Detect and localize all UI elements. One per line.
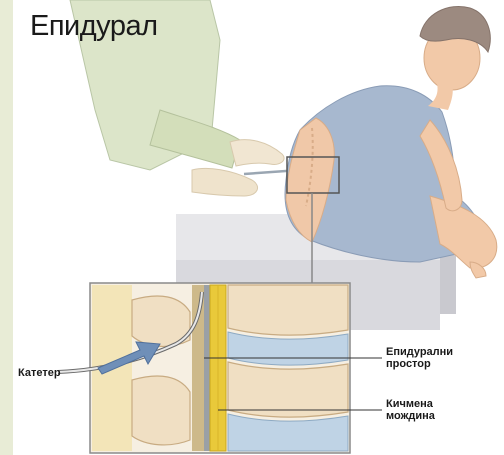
patient-neck — [428, 80, 453, 110]
vertebral-body-upper — [228, 285, 348, 335]
label-cord-line2: мождина — [386, 410, 496, 422]
label-cord-line1: Кичмена — [386, 398, 496, 410]
page-title: Епидурал — [30, 10, 158, 43]
label-catheter: Катетер — [18, 367, 61, 379]
gloved-hand-upper — [230, 140, 284, 166]
label-epidural-line2: простор — [386, 358, 496, 370]
vertebral-body-middle — [228, 362, 348, 417]
label-epidural-space: Епидурални простор — [386, 346, 496, 370]
label-spinal-cord: Кичмена мождина — [386, 398, 496, 422]
label-catheter-text: Катетер — [18, 367, 61, 379]
inset-panel — [58, 283, 350, 453]
dura-mater — [204, 285, 210, 451]
vertebra-lower — [132, 376, 190, 445]
label-epidural-line1: Епидурални — [386, 346, 496, 358]
